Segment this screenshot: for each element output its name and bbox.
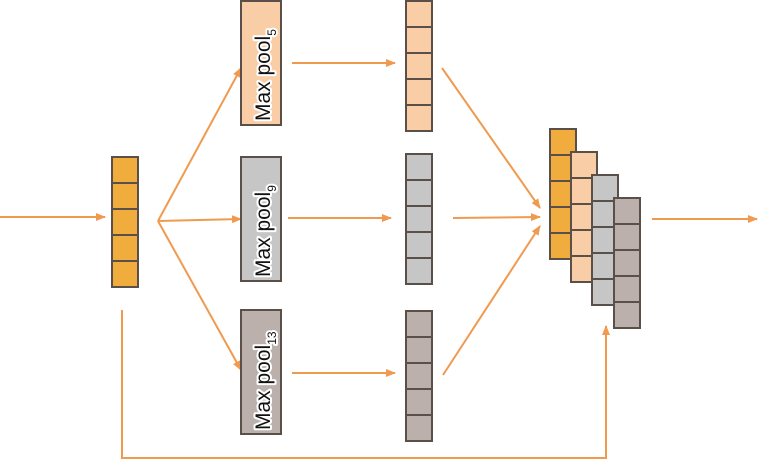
arrow [157, 220, 242, 371]
feature-cell [405, 153, 433, 181]
feature-cell [405, 310, 433, 338]
feature-cell [570, 151, 598, 179]
pool-label: Max pool9 [252, 185, 279, 277]
max-pool-5: Max pool5 [240, 0, 282, 126]
feature-cell [405, 52, 433, 80]
feature-cell [405, 231, 433, 259]
input-feature-map [111, 156, 139, 288]
feature-cell [111, 156, 139, 184]
feature-cell [405, 0, 433, 28]
arrow [442, 225, 541, 376]
pool-label: Max pool5 [252, 29, 279, 121]
feature-cell [405, 257, 433, 285]
feature-cell [405, 205, 433, 233]
feature-cell [613, 301, 641, 329]
arrow [441, 67, 541, 209]
feature-cell [405, 414, 433, 442]
max-pool-13: Max pool13 [240, 309, 282, 435]
feature-cell [405, 336, 433, 364]
pool13-output [405, 310, 433, 442]
max-pool-9: Max pool9 [240, 156, 282, 282]
feature-cell [111, 182, 139, 210]
shortcut-arrow [121, 310, 610, 459]
feature-cell [405, 26, 433, 54]
arrows [0, 59, 758, 459]
pool-box [240, 309, 282, 435]
pool9-output [405, 153, 433, 285]
feature-cell [613, 249, 641, 277]
feature-cell [613, 275, 641, 303]
feature-cell [405, 78, 433, 106]
arrow [452, 213, 541, 222]
concat-pool13 [613, 197, 641, 329]
feature-cell [405, 362, 433, 390]
feature-columns [111, 0, 641, 442]
pool5-output [405, 0, 433, 132]
feature-cell [613, 223, 641, 251]
pool-label: Max pool13 [252, 331, 279, 430]
arrow [157, 67, 242, 222]
feature-cell [405, 388, 433, 416]
feature-cell [111, 260, 139, 288]
feature-cell [111, 208, 139, 236]
pool-box [240, 0, 282, 126]
feature-cell [111, 234, 139, 262]
pool-box [240, 156, 282, 282]
feature-cell [405, 179, 433, 207]
feature-cell [405, 104, 433, 132]
arrow [157, 215, 242, 224]
feature-cell [613, 197, 641, 225]
